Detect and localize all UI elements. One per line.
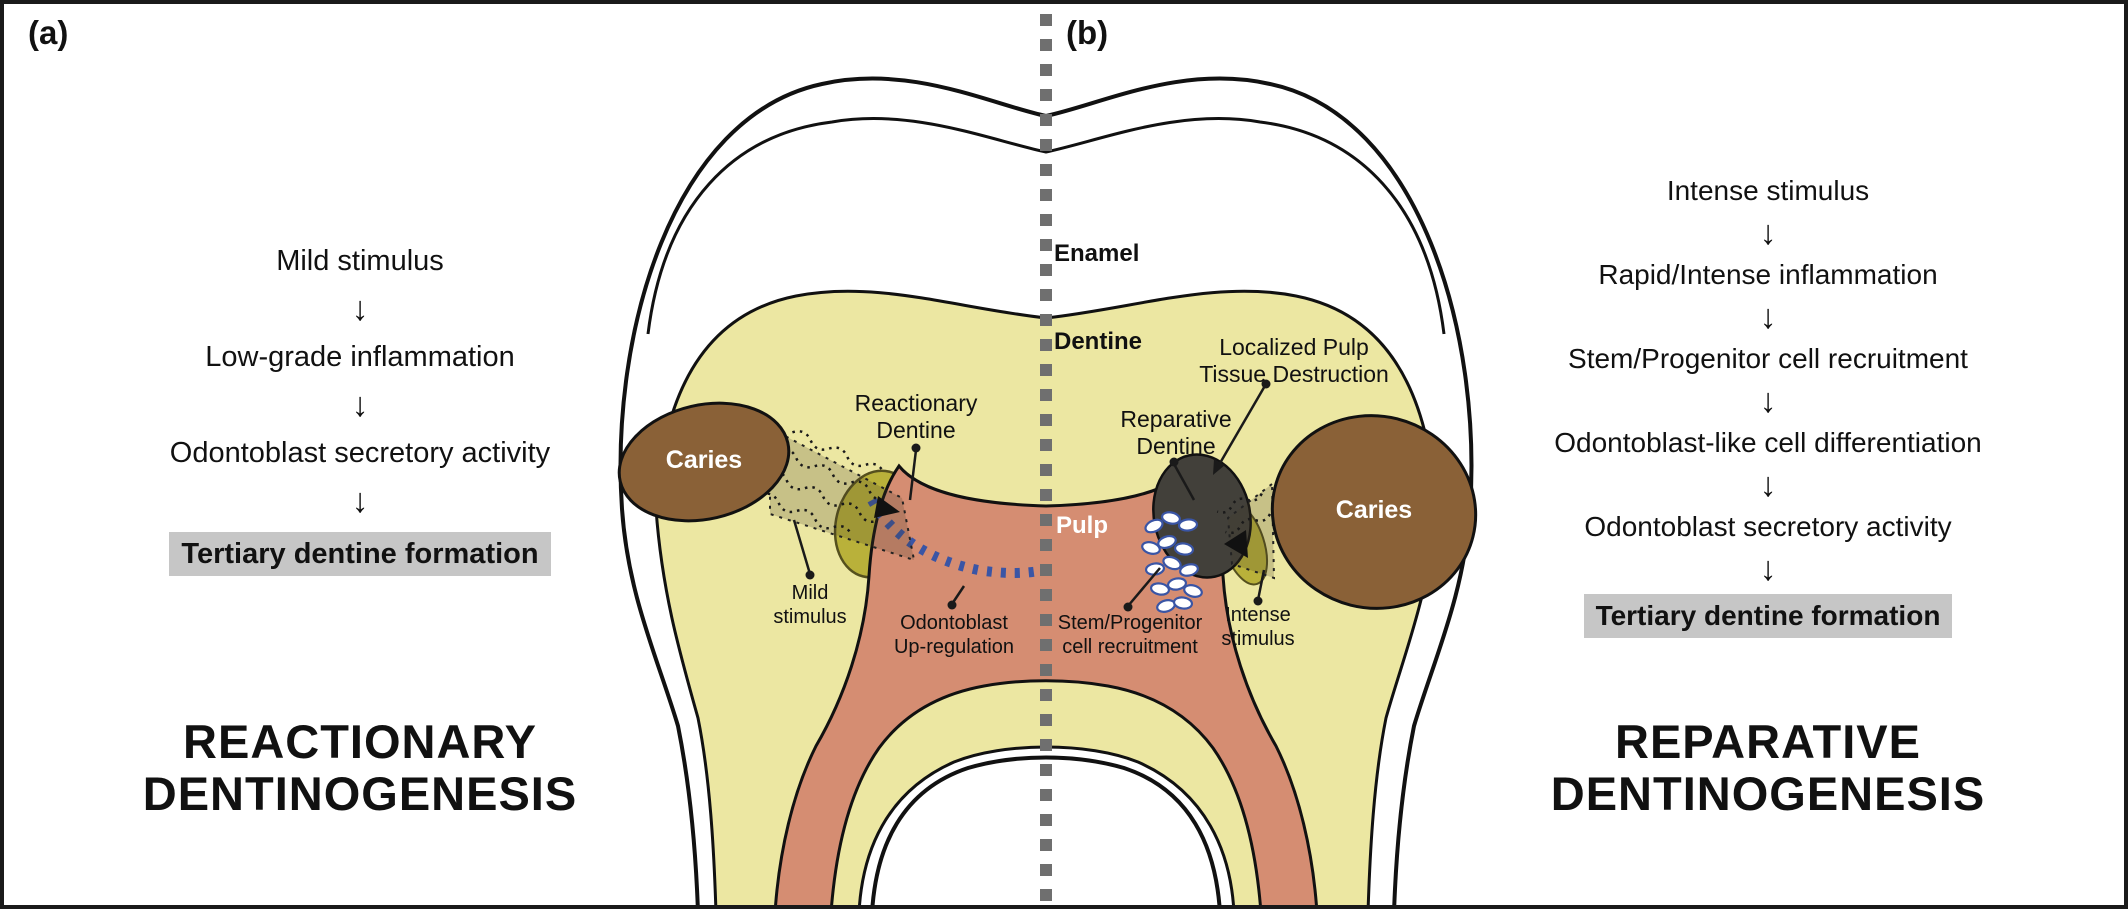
panel-a-flow: Mild stimulus ↓ Low-grade inflammation ↓… [90, 244, 630, 576]
flow-step: Rapid/Intense inflammation [1598, 259, 1938, 290]
flow-step: Odontoblast-like cell differentiation [1554, 427, 1982, 458]
tooth-illustration [617, 14, 1478, 905]
down-arrow-icon: ↓ [1759, 298, 1777, 336]
mild-stimulus-label: Mild stimulus [773, 582, 847, 628]
down-arrow-icon: ↓ [1759, 550, 1777, 588]
flow-step: Stem/Progenitor cell recruitment [1568, 343, 1968, 374]
flow-result-highlight: Tertiary dentine formation [169, 532, 551, 576]
panel-b-title: REPARATIVE DENTINOGENESIS [1550, 715, 1986, 820]
flow-result-highlight: Tertiary dentine formation [1583, 594, 1953, 638]
intense-stimulus-label: Intense stimulus [1221, 604, 1295, 650]
caries-left-label: Caries [665, 446, 743, 474]
flow-step: Mild stimulus [276, 245, 444, 277]
localized-destruction-label: Localized Pulp Tissue Destruction [1199, 334, 1389, 388]
caries-lesion-left [617, 401, 791, 523]
flow-step: Intense stimulus [1666, 175, 1870, 206]
mild-stimulus-cone [769, 426, 916, 562]
flow-step: Low-grade inflammation [205, 341, 515, 373]
reparative-dentine-label: Reparative Dentine [1120, 406, 1232, 460]
odontoblast-layer-dashes [867, 497, 1046, 578]
down-arrow-icon: ↓ [351, 386, 369, 424]
pulp-label: Pulp [1056, 512, 1108, 539]
down-arrow-icon: ↓ [1759, 382, 1777, 420]
enamel-label: Enamel [1054, 240, 1140, 267]
panel-b-tag: (b) [1066, 14, 1109, 51]
down-arrow-icon: ↓ [351, 290, 369, 328]
cone-arrowhead-left [874, 496, 900, 518]
bacteria-tracks-left [759, 430, 889, 536]
dentine-label: Dentine [1054, 328, 1143, 355]
panel-b-flow: Intense stimulus ↓ Rapid/Intense inflamm… [1488, 174, 2048, 638]
caries-lesion-right [1270, 414, 1478, 610]
flow-step: Odontoblast secretory activity [169, 437, 551, 469]
reactionary-dentine-label: Reactionary Dentine [854, 390, 978, 444]
bacteria-tracks-right [1216, 492, 1272, 535]
panel-a-tag: (a) [28, 14, 69, 51]
panel-a-title: REACTIONARY DENTINOGENESIS [142, 715, 578, 820]
enamel-inner-line [646, 117, 1446, 335]
intense-stimulus-cone [1226, 481, 1276, 580]
leader-lines [792, 379, 1271, 612]
stem-cell-cluster [1141, 511, 1203, 613]
cone-arrowhead-right [1224, 530, 1248, 558]
caries-right-label: Caries [1335, 496, 1413, 524]
stem-recruitment-label: Stem/Progenitor cell recruitment [1057, 612, 1203, 658]
down-arrow-icon: ↓ [1759, 214, 1777, 252]
flow-step: Odontoblast secretory activity [1584, 511, 1952, 542]
odontoblast-upregulation-label: Odontoblast Up-regulation [893, 612, 1015, 658]
down-arrow-icon: ↓ [1759, 466, 1777, 504]
down-arrow-icon: ↓ [351, 482, 369, 520]
